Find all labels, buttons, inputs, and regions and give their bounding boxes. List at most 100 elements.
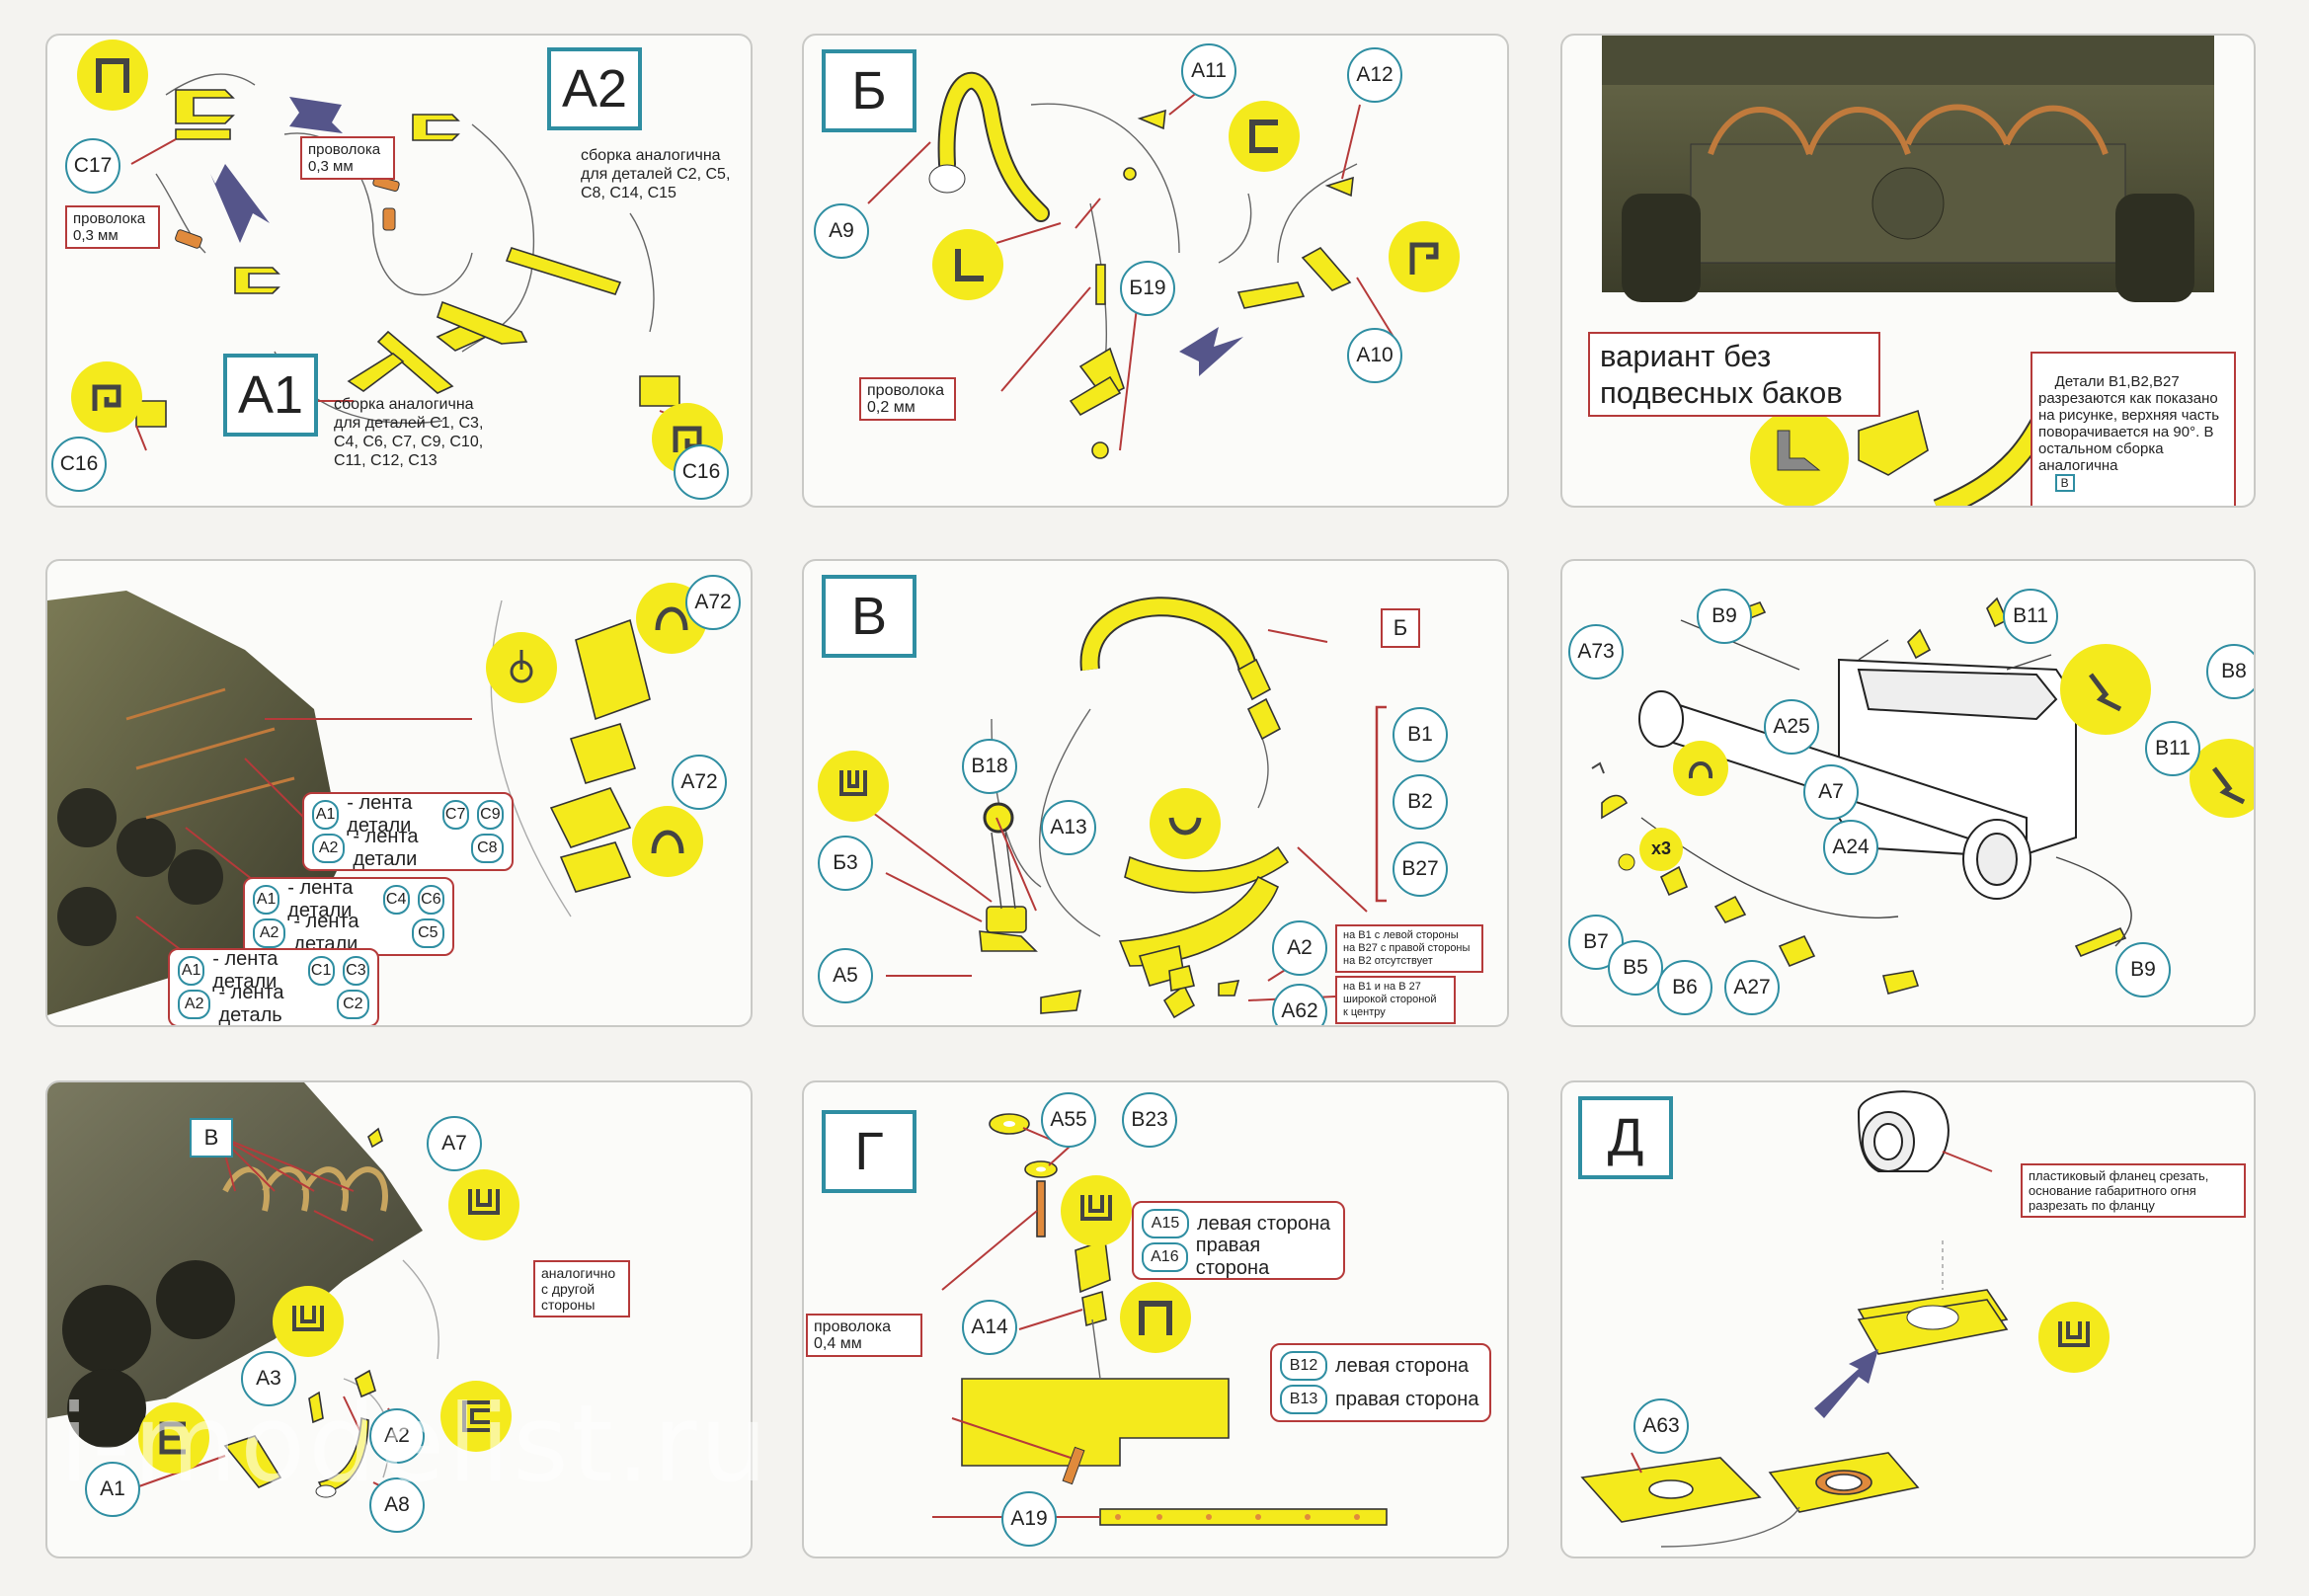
panel-1-artwork <box>130 73 700 451</box>
panel-step-b: Б A11 A12 A9 Б19 A10 проволока 0,2 мм <box>802 34 1509 508</box>
side-part: B12 <box>1280 1351 1327 1381</box>
part-a62: A62 <box>1272 984 1327 1025</box>
belt-part: A1 <box>312 800 340 830</box>
belt-part: A1 <box>253 885 280 915</box>
part-b1: B1 <box>1393 707 1448 762</box>
part-c16-second: C16 <box>674 444 729 500</box>
panel-5-artwork <box>872 597 1368 1019</box>
bracket-group-b <box>1375 705 1387 903</box>
side-part: A16 <box>1142 1242 1188 1272</box>
step-label: Д <box>1578 1096 1673 1179</box>
panel-7-artwork <box>47 1082 472 1503</box>
u-shape-symbol <box>818 751 889 822</box>
side-text: правая сторона <box>1195 1235 1270 1279</box>
side-part: A15 <box>1142 1209 1189 1238</box>
part-a72-second: A72 <box>672 755 727 810</box>
part-b9-second: B9 <box>2115 942 2171 998</box>
belt-ref: C8 <box>470 834 505 863</box>
belt-row-text: - лента детали <box>212 948 279 993</box>
part-a9: A9 <box>814 203 869 259</box>
part-a72: A72 <box>685 575 741 630</box>
bracket-symbol <box>440 1381 512 1452</box>
step-label: Г <box>822 1110 916 1193</box>
side-note-2: на B1 и на B 27 широкой стороной к центр… <box>1335 976 1456 1024</box>
variant-title: вариант без подвесных баков <box>1588 332 1880 417</box>
part-a1: A1 <box>85 1462 140 1517</box>
part-a24: A24 <box>1823 820 1878 875</box>
u-shape-symbol <box>2038 1302 2110 1373</box>
step-shape-icon <box>1409 242 1439 275</box>
part-a13: A13 <box>1041 800 1096 855</box>
pi-shape-icon <box>1139 1301 1172 1335</box>
part-a27: A27 <box>1724 960 1780 1015</box>
part-a73: A73 <box>1568 624 1624 679</box>
belt-row-text: - лента детали <box>287 877 354 921</box>
side-note-1: на B1 с левой стороны на B27 с правой ст… <box>1335 924 1483 973</box>
hook-shape-icon <box>673 426 702 452</box>
part-a25: A25 <box>1764 699 1819 755</box>
part-a7: A7 <box>1803 764 1859 820</box>
u-shape-symbol <box>1061 1175 1132 1246</box>
wire-note: проволока 0,4 мм <box>806 1314 922 1357</box>
part-b23: B23 <box>1122 1092 1177 1148</box>
belt-ref: C5 <box>411 918 445 948</box>
l-shape-icon <box>955 249 984 281</box>
panel-step-a: A2 A1 C17 C16 C16 проволока 0,3 мм прово… <box>45 34 753 508</box>
side-part: B13 <box>1280 1385 1327 1414</box>
part-a2: A2 <box>369 1408 425 1464</box>
belt-part: A2 <box>253 918 286 948</box>
part-b8: B8 <box>2206 644 2254 699</box>
part-b18: B18 <box>962 739 1017 794</box>
quantity-label: x3 <box>1651 838 1672 858</box>
fold-marker-symbol <box>486 632 557 703</box>
corner-shape-symbol <box>1229 101 1300 172</box>
side-text: левая сторона <box>1197 1212 1331 1235</box>
step-label: B <box>822 575 916 658</box>
wire-note: проволока 0,2 мм <box>859 377 956 421</box>
part-b19: Б19 <box>1120 261 1175 316</box>
belt-ref: C6 <box>417 885 445 915</box>
l-shape-symbol <box>932 229 1003 300</box>
u-shape-icon <box>468 1189 500 1215</box>
part-b11: B11 <box>2003 589 2058 644</box>
u-shape-icon <box>839 770 867 796</box>
panel-9-artwork <box>1580 1090 2009 1548</box>
belt-part: A2 <box>312 834 346 863</box>
part-b3: Б3 <box>818 836 873 891</box>
u-shape-icon <box>96 58 129 93</box>
panel-hull-installation: B A7 A3 A2 A1 A8 аналогично с другой сто… <box>45 1080 753 1558</box>
belt-ref: C1 <box>307 956 335 986</box>
belt-ref: C7 <box>441 800 469 830</box>
u-shape-icon <box>1080 1195 1112 1221</box>
part-a5: A5 <box>818 948 873 1003</box>
e-shape-symbol <box>138 1402 209 1474</box>
wire-note-2: проволока 0,3 мм <box>65 205 160 249</box>
bracket-shape-icon <box>462 1400 490 1432</box>
part-a12: A12 <box>1347 47 1402 103</box>
belt-part: A1 <box>178 956 205 986</box>
step-label: Б <box>822 49 916 132</box>
wire-note-1: проволока 0,3 мм <box>300 136 395 180</box>
variant-note: Детали B1,B2,B27 разрезаются как показан… <box>2030 352 2236 506</box>
part-a3: A3 <box>241 1351 296 1406</box>
hook-shape-icon <box>92 384 121 411</box>
panel-step-v: B Б B18 Б3 A5 A13 B1 B2 B27 A2 A62 на B1… <box>802 559 1509 1027</box>
u-shape-symbol <box>448 1169 519 1240</box>
side-row: B13 правая сторона <box>1280 1383 1481 1416</box>
belt-ref: C2 <box>336 990 370 1019</box>
part-b6: B6 <box>1657 960 1712 1015</box>
side-text: правая сторона <box>1335 1388 1479 1410</box>
part-b11-second: B11 <box>2145 721 2200 776</box>
panel-2-artwork <box>867 71 1397 459</box>
part-c17: C17 <box>65 138 120 194</box>
part-b2: B2 <box>1393 774 1448 830</box>
